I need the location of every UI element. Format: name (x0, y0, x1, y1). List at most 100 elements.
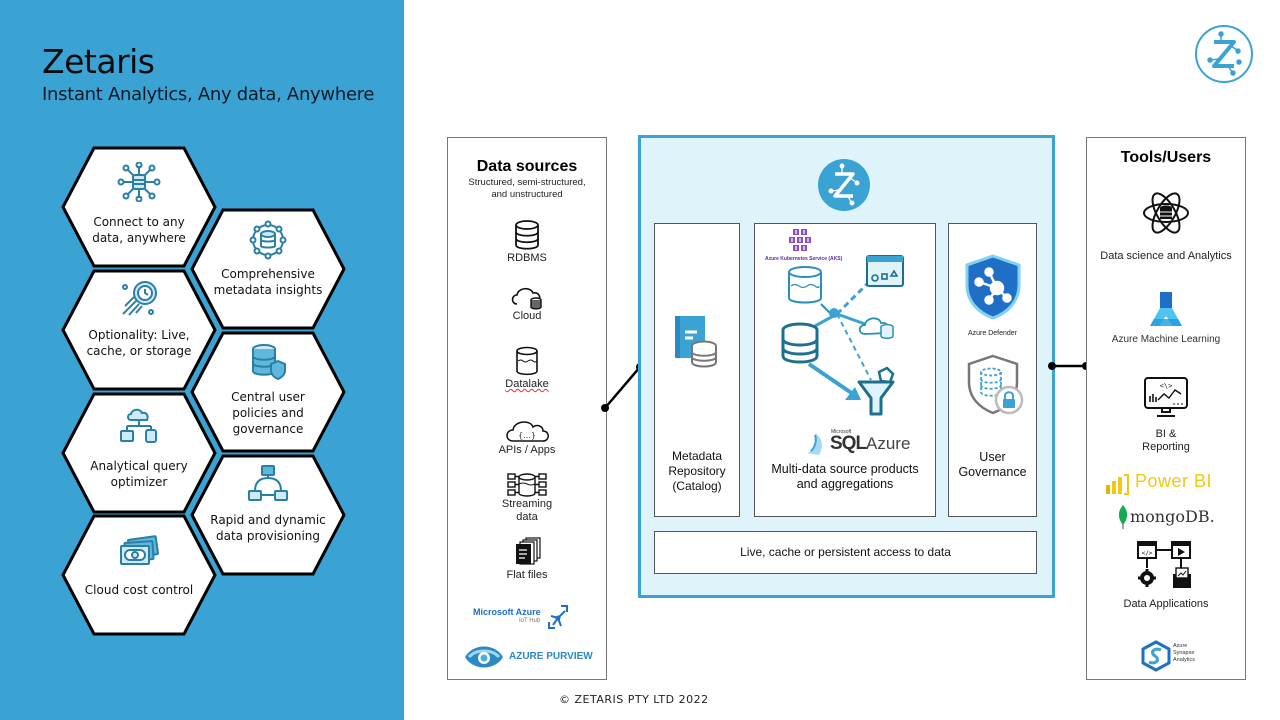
copyright-text: © ZETARIS PTY LTD 2022 (559, 693, 709, 706)
source-apis: {...} APIs / Apps (448, 418, 606, 457)
cloud-api-icon: {...} (506, 421, 549, 442)
source-label: Datalake (505, 378, 549, 390)
feature-label: Cloud cost control (84, 583, 194, 597)
feature-label: Analytical query optimizer (90, 459, 188, 489)
source-cloud: Cloud (448, 284, 606, 323)
azure-synapse-logo: Azure Synapse Analytics (1141, 640, 1211, 672)
power-bi-text: Power BI (1135, 471, 1213, 491)
brand-title: Zetaris (42, 42, 155, 81)
synapse-line: Synapse (1173, 650, 1195, 656)
money-stack-icon (120, 535, 159, 565)
tools-users-title: Tools/Users (1120, 149, 1212, 166)
feature-label: Connect to any data, anywhere (92, 215, 186, 245)
iot-hub-sub: IoT Hub (519, 618, 541, 624)
svg-text:</>: </> (1142, 550, 1153, 557)
database-shield-icon (252, 344, 286, 381)
zetaris-platform-panel: Metadata Repository (Catalog) Azure Kube… (638, 135, 1055, 598)
tool-label: Data science and Analytics (1100, 250, 1232, 262)
synapse-text: Azure Synapse Analytics (1173, 643, 1195, 664)
streaming-icon (507, 473, 547, 497)
aks-cubes-icon (789, 229, 811, 251)
feature-label: Central user policies and governance (231, 390, 305, 436)
svg-text:<\>: <\> (1160, 382, 1173, 390)
synapse-hex-icon (1141, 640, 1171, 672)
tool-label: BI & Reporting (1142, 428, 1190, 453)
database-icon (515, 220, 539, 250)
brand-subtitle: Instant Analytics, Any data, Anywhere (42, 84, 375, 105)
sql-azure-azure: Azure (866, 434, 911, 453)
tool-azure-ml: Azure Machine Learning (1087, 290, 1245, 346)
user-governance-label: User Governance (958, 450, 1027, 479)
power-bi-logo: Power BI (1105, 470, 1235, 496)
tool-bi-reporting: <\> BI & Reporting (1087, 376, 1245, 454)
feature-hex-provisioning: Rapid and dynamic data provisioning (190, 454, 346, 576)
sql-azure-logo: Microsoft SQL Azure (803, 429, 913, 459)
feature-label: Comprehensive metadata insights (213, 267, 323, 297)
sql-azure-sql: SQL (830, 433, 867, 454)
source-datalake: Datalake (448, 346, 606, 391)
svg-text:{...}: {...} (518, 431, 536, 440)
source-label: Flat files (506, 569, 548, 581)
tool-label: Data Applications (1123, 598, 1209, 610)
source-rdbms: RDBMS (448, 220, 606, 265)
cloud-hierarchy-icon (120, 408, 157, 443)
azure-defender-label: Azure Defender (967, 330, 1018, 337)
azure-purview-logo: AZURE PURVIEW (463, 643, 593, 671)
multi-data-source-label: Multi-data source products and aggregati… (771, 462, 919, 491)
atom-database-icon (1143, 192, 1189, 234)
network-hub-icon (117, 162, 161, 202)
multi-data-source-box: Azure Kubernetes Service (AKS) (754, 223, 936, 517)
cloud-database-icon (511, 287, 542, 310)
source-label: RDBMS (507, 252, 547, 264)
feature-hex-governance: Central user policies and governance (190, 331, 346, 453)
source-flat-files: Flat files (448, 537, 606, 582)
data-sources-title: Data sources (476, 158, 578, 175)
mongodb-text: mongoDB. (1130, 507, 1215, 526)
feature-hex-optimizer: Analytical query optimizer (61, 392, 217, 514)
source-streaming: Streaming data (448, 472, 606, 524)
zetaris-logo-icon (1195, 25, 1253, 83)
left-panel: Zetaris Instant Analytics, Any data, Any… (0, 0, 404, 720)
mongodb-leaf-icon (1118, 505, 1128, 529)
iot-hub-brand: Microsoft Azure (473, 607, 541, 617)
tool-data-science: Data science and Analytics (1087, 188, 1245, 263)
tools-users-panel: Tools/Users Data science and Analytics A… (1086, 137, 1246, 680)
tool-data-applications: </> Data Applications (1087, 540, 1245, 611)
shield-database-lock-icon (967, 354, 1024, 415)
power-bi-icon (1106, 474, 1129, 495)
flat-files-icon (516, 537, 541, 565)
access-layer-box: Live, cache or persistent access to data (654, 531, 1037, 574)
iot-hub-icon (548, 605, 568, 629)
feature-hex-metadata: Comprehensive metadata insights (190, 208, 346, 330)
azure-defender-icon (965, 254, 1021, 320)
source-label: Cloud (512, 310, 542, 322)
aks-label: Azure Kubernetes Service (AKS) (765, 256, 843, 262)
tool-label: Azure Machine Learning (1111, 334, 1221, 345)
sql-azure-swirl-icon (807, 433, 822, 455)
azure-iot-hub-logo: Microsoft Azure IoT Hub (473, 604, 583, 632)
data-sources-subtitle: Structured, semi-structured, and unstruc… (468, 177, 586, 200)
azure-ml-icon (1150, 292, 1182, 326)
sql-azure-microsoft: Microsoft (831, 429, 852, 435)
feature-hex-optionality: Optionality: Live, cache, or storage (61, 269, 217, 391)
source-label: Streaming data (501, 498, 553, 523)
access-layer-label: Live, cache or persistent access to data (740, 545, 951, 559)
synapse-line: Azure (1173, 643, 1188, 649)
feature-hex-cost: Cloud cost control (61, 514, 217, 636)
catalog-database-icon (675, 316, 717, 368)
datalake-icon (516, 346, 538, 376)
data-sources-panel: Data sources Structured, semi-structured… (447, 137, 607, 680)
feature-label: Optionality: Live, cache, or storage (86, 328, 192, 358)
mongodb-logo: mongoDB. (1117, 504, 1227, 530)
fast-clock-icon (122, 281, 157, 316)
source-label: APIs / Apps (498, 444, 556, 456)
monitor-chart-icon: <\> (1144, 377, 1188, 417)
data-applications-icon: </> (1137, 541, 1191, 588)
feature-hex-connect: Connect to any data, anywhere (61, 146, 217, 268)
database-network-icon (249, 220, 287, 260)
monitor-network-icon (248, 465, 288, 501)
purview-eye-icon (465, 646, 503, 668)
feature-label: Rapid and dynamic data provisioning (210, 513, 326, 543)
synapse-line: Analytics (1173, 657, 1196, 663)
data-aggregation-diagram-icon (781, 255, 904, 416)
